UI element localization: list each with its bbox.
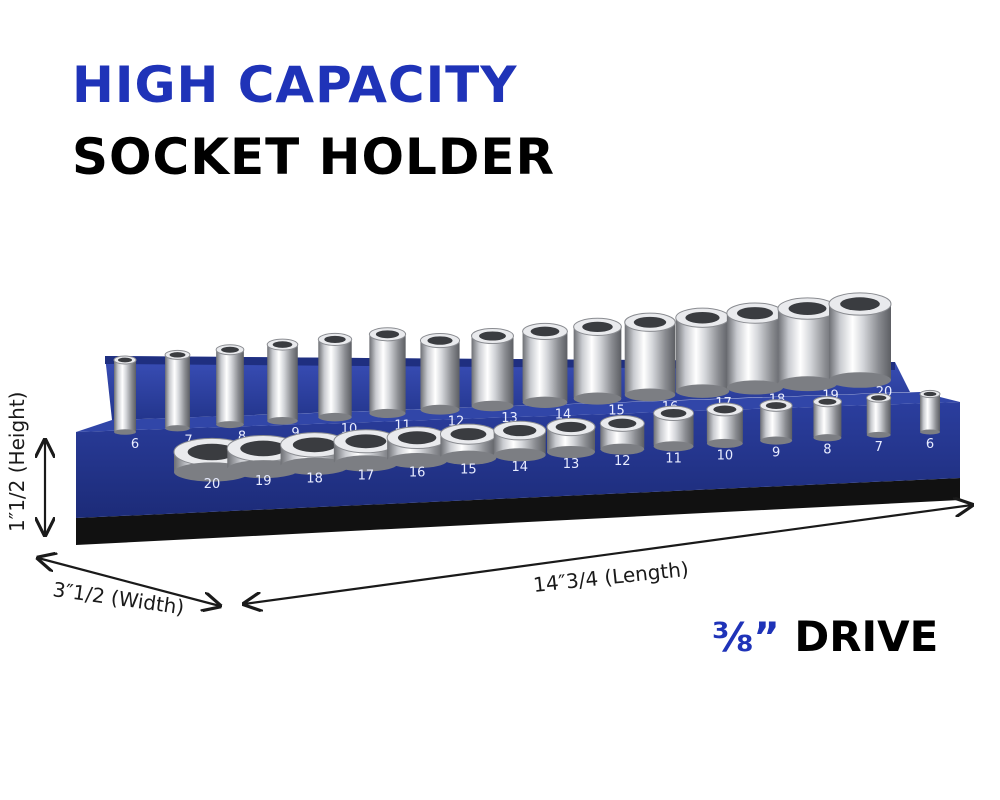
back-socket-14 [522,322,568,408]
length-label: 14″3/4 (Length) [532,557,690,597]
slot-size-label: 8 [823,443,831,458]
slot-size-label: 19 [255,474,272,489]
front-socket-12 [599,415,645,455]
headline-line-1: HIGH CAPACITY [72,56,518,114]
back-socket-11 [368,327,407,419]
front-socket-9 [759,399,793,445]
slot-size-label: 18 [306,471,323,486]
slot-size-label: 6 [926,437,934,452]
front-socket-16 [386,426,448,469]
slot-size-label: 9 [772,446,780,461]
slot-size-label: 14 [511,460,528,475]
slot-size-label: 8 [238,430,246,445]
slot-size-label: 13 [563,457,580,472]
back-socket-7 [164,349,191,432]
slot-size-label: 9 [291,426,299,441]
front-socket-6 [919,389,941,435]
width-arrow [38,558,220,606]
length-arrow [244,505,972,604]
front-socket-11 [653,405,695,452]
slot-size-label: 16 [409,466,426,481]
slot-size-label: 11 [665,451,682,466]
back-socket-20 [828,292,892,388]
slot-size-label: 20 [204,477,221,492]
back-socket-19 [777,297,838,392]
back-row-sockets: 67891011121314151617181920 [113,292,892,452]
front-socket-14 [493,420,547,462]
front-socket-8 [812,396,842,442]
slot-size-label: 7 [875,440,883,455]
back-socket-9 [266,338,299,425]
width-label: 3″1/2 (Width) [51,577,186,619]
front-socket-17 [333,429,399,472]
back-socket-18 [726,302,784,395]
slot-size-label: 15 [460,463,477,478]
back-socket-12 [419,333,461,415]
slot-size-label: 15 [608,404,625,419]
back-socket-6 [113,355,137,435]
front-row-sockets: 20 19 18 17 16 15 14 13 12 11 10 9 8 7 6 [173,389,941,492]
front-socket-15 [439,423,497,465]
slot-size-label: 17 [358,468,375,483]
slot-size-label: 12 [614,454,631,469]
back-socket-15 [573,317,622,405]
front-socket-13 [546,417,596,459]
slot-size-label: 10 [717,448,734,463]
back-socket-10 [317,332,353,422]
front-socket-18 [280,432,350,475]
front-socket-7 [866,393,892,438]
drive-size-label: ⅜” DRIVE [712,615,938,661]
back-socket-17 [675,307,730,398]
slot-size-label: 6 [131,437,139,452]
drive-fraction: ⅜” [712,615,780,661]
drive-word: DRIVE [794,612,939,661]
height-label: 1″1/2 (Height) [5,392,29,532]
headline-line-2: SOCKET HOLDER [72,128,555,186]
front-socket-10 [706,402,744,448]
back-socket-13 [471,327,514,412]
back-socket-8 [215,344,245,429]
back-socket-16 [624,312,676,402]
